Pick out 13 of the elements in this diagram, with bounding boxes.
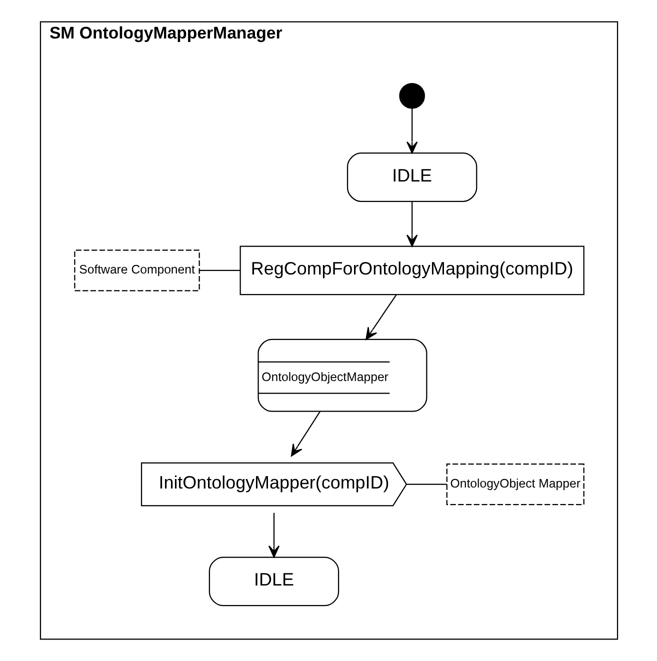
arrow bbox=[268, 512, 280, 558]
connector bbox=[198, 270, 240, 271]
arrow bbox=[365, 294, 396, 340]
arrow bbox=[290, 411, 320, 457]
node-box: RegCompForOntologyMapping(compID) bbox=[239, 246, 584, 296]
node-box: IDLE bbox=[346, 152, 477, 202]
arrow bbox=[406, 202, 418, 247]
node-box: IDLE bbox=[208, 556, 339, 606]
connector bbox=[406, 484, 446, 485]
node-box: Software Component bbox=[74, 250, 200, 292]
node-circle bbox=[398, 82, 424, 109]
node-box: OntologyObject Mapper bbox=[446, 464, 584, 506]
arrow bbox=[406, 108, 418, 154]
